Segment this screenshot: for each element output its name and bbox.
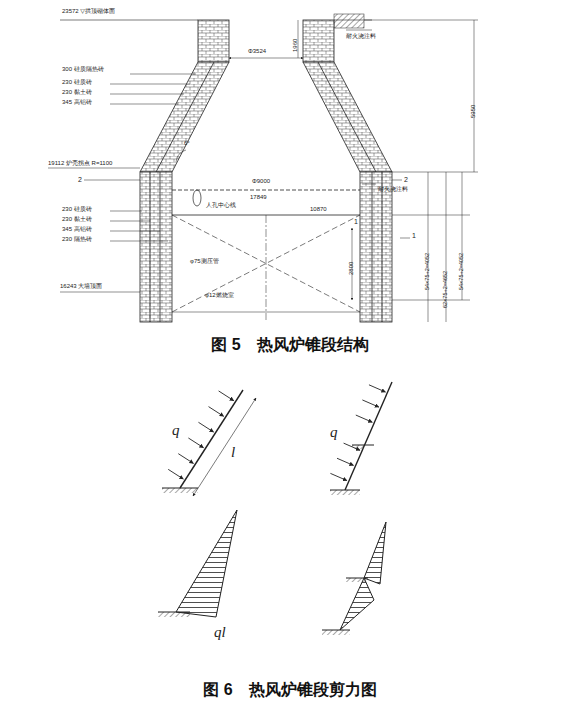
load-arrow xyxy=(188,438,203,448)
load-arrow xyxy=(330,473,347,480)
material-label: 耐火浇注料 xyxy=(346,33,376,40)
level-label: 17849 xyxy=(250,194,267,201)
load-arrow xyxy=(168,469,183,479)
note-label: φ75测压管 xyxy=(190,258,219,265)
load-symbol: q xyxy=(330,424,338,441)
load-arrow xyxy=(344,443,361,450)
load-arrow xyxy=(219,391,234,401)
note-label: 人孔中心线 xyxy=(206,202,236,209)
dimension-label: 62×75+2=4652 xyxy=(442,271,448,308)
dimension-label: 1960 xyxy=(292,39,299,52)
shear-value: ql xyxy=(214,624,226,641)
dimension-label: 54×75+2=4052 xyxy=(458,253,464,290)
layer-label: 345 高铝砖 xyxy=(62,226,92,233)
layer-label: 230 隔热砖 xyxy=(62,236,92,243)
level-label: 19112 炉壳拐点 R=1100 xyxy=(48,160,112,167)
level-label: 16243 大墙顶面 xyxy=(60,283,102,290)
load-arrow xyxy=(198,422,213,432)
section-mark: 1 xyxy=(412,232,416,240)
load-arrow xyxy=(178,454,193,464)
load-symbol: q xyxy=(172,422,180,439)
layer-label: 345 高铝砖 xyxy=(62,99,92,106)
load-arrow xyxy=(337,458,354,465)
note-label: φ12燃烧室 xyxy=(205,292,234,299)
stove-drawing xyxy=(48,14,478,322)
layer-label: 230 硅质砖 xyxy=(62,206,92,213)
load-diagrams xyxy=(158,382,392,635)
section-mark: 2 xyxy=(78,176,82,184)
layer-label: 300 硅质隔热砖 xyxy=(62,66,104,73)
layer-label: 230 黏土砖 xyxy=(62,216,92,223)
dimension-label: 54×75+2=4052 xyxy=(424,253,430,290)
load-arrow xyxy=(209,407,224,417)
dimension-label: Φ9000 xyxy=(252,178,270,185)
dimension-label: 5950 xyxy=(470,105,477,118)
load-arrow xyxy=(369,385,386,392)
load-arrow xyxy=(356,415,373,422)
figure-caption: 图 5 热风炉锥段结构 xyxy=(211,336,368,354)
angle-label: 6° xyxy=(184,140,190,147)
level-label: 10870 xyxy=(310,206,327,213)
figure-caption: 图 6 热风炉锥段剪力图 xyxy=(203,681,376,699)
load-arrow xyxy=(362,400,379,407)
length-symbol: l xyxy=(231,444,235,461)
layer-label: 230 硅质砖 xyxy=(62,79,92,86)
dimension-label: 2800 xyxy=(348,262,355,275)
section-mark: 2 xyxy=(404,176,408,184)
layer-label: 230 黏土砖 xyxy=(62,89,92,96)
section-mark: 1 xyxy=(354,218,358,226)
level-label: 23572 ▽拱顶砌体面 xyxy=(62,8,115,15)
dimension-label: Φ3524 xyxy=(248,48,266,55)
material-label: 耐火浇注料 xyxy=(378,186,408,193)
